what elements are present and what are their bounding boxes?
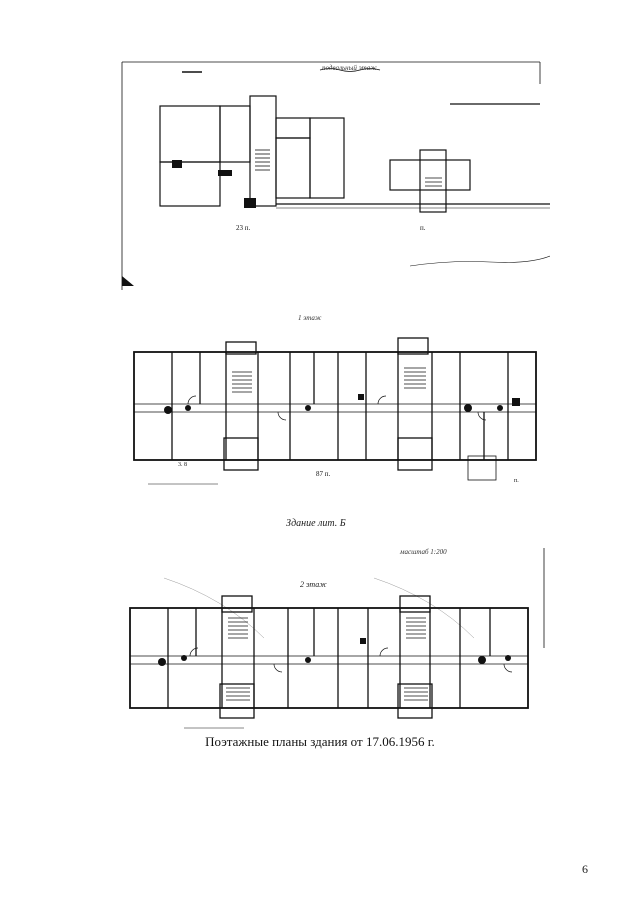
basement-floor-plan: 23 п. п. подвальный этаж: [120, 58, 550, 290]
sheet-label: Здание лит. Б: [286, 518, 346, 529]
basement-plan-title: подвальный этаж: [322, 64, 377, 72]
second-floor-plan-title: 2 этаж: [300, 580, 327, 589]
first-floor-plan: 87 п. 3. 8 п. 1 этаж: [128, 308, 548, 496]
svg-text:87 п.: 87 п.: [316, 470, 330, 478]
svg-text:23 п.: 23 п.: [236, 224, 250, 232]
svg-text:п.: п.: [514, 478, 519, 484]
svg-text:п.: п.: [420, 224, 426, 232]
svg-text:3. 8: 3. 8: [178, 462, 187, 468]
second-floor-plan: 2 этаж масштаб 1:200: [124, 538, 548, 734]
page-number: 6: [582, 862, 588, 876]
scale-label: масштаб 1:200: [400, 548, 447, 556]
first-floor-plan-title: 1 этаж: [298, 314, 322, 322]
figure-caption: Поэтажные планы здания от 17.06.1956 г.: [205, 734, 435, 749]
